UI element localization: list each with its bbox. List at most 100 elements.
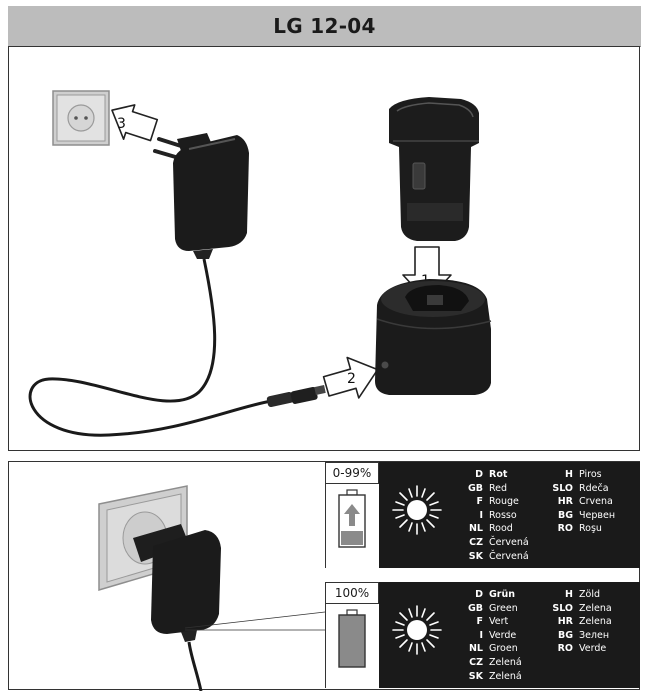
language-row: GB Red xyxy=(461,482,529,496)
battery-status-cell xyxy=(325,604,379,688)
color-word: Зелен xyxy=(579,629,610,641)
step-label-3: 3 xyxy=(117,116,126,132)
led-leader-line-1 xyxy=(184,611,326,629)
language-row: GB Green xyxy=(461,602,522,616)
language-code: D xyxy=(475,589,483,600)
language-row: F Vert xyxy=(461,615,522,629)
charging-base-icon xyxy=(375,279,492,395)
charger-cable xyxy=(187,641,203,691)
color-word: Red xyxy=(489,482,508,494)
battery-status-cell xyxy=(325,484,379,568)
language-row: D Grün xyxy=(461,588,522,602)
language-row: RO Roşu xyxy=(551,522,615,536)
color-word: Grün xyxy=(489,589,516,600)
assembly-illustration-panel: 3 2 xyxy=(8,46,640,451)
language-row: H Piros xyxy=(551,468,615,482)
color-word: Rosso xyxy=(489,509,517,521)
language-code: RO xyxy=(557,643,573,655)
language-row: HR Zelena xyxy=(551,615,612,629)
color-word: Groen xyxy=(489,643,518,655)
led-light-icon xyxy=(392,605,442,655)
color-word: Червен xyxy=(579,509,616,521)
language-row: SLO Rdeča xyxy=(551,482,615,496)
language-code: H xyxy=(565,589,573,600)
step-label-2: 2 xyxy=(347,371,356,387)
language-row: F Rouge xyxy=(461,495,529,509)
color-word: Zelena xyxy=(579,616,612,628)
plugged-adapter-illustration xyxy=(98,485,326,691)
language-row: SK Červená xyxy=(461,550,529,564)
language-row: H Zöld xyxy=(551,588,612,602)
led-light-icon xyxy=(392,485,442,535)
color-word: Verde xyxy=(579,643,607,655)
language-code: I xyxy=(479,629,483,641)
color-word: Rot xyxy=(489,469,508,480)
language-code: HR xyxy=(557,496,573,508)
charger-cable xyxy=(28,258,272,437)
language-code: NL xyxy=(468,523,483,535)
language-code: SLO xyxy=(552,602,573,614)
language-row: D Rot xyxy=(461,468,529,482)
language-code: NL xyxy=(468,643,483,655)
power-adapter-icon xyxy=(153,133,249,259)
language-code: BG xyxy=(557,629,573,641)
arrow-2-icon: 2 xyxy=(322,356,379,399)
language-code: F xyxy=(476,616,484,628)
color-word: Červená xyxy=(489,536,529,548)
battery-pack-icon xyxy=(389,97,479,241)
color-word: Piros xyxy=(579,469,602,480)
color-word: Červená xyxy=(489,550,529,562)
language-code: HR xyxy=(557,616,573,628)
color-word: Vert xyxy=(489,616,509,628)
language-code: BG xyxy=(557,509,573,521)
language-row: SLO Zelena xyxy=(551,602,612,616)
language-code: CZ xyxy=(469,656,483,668)
color-word: Crvena xyxy=(579,496,613,508)
language-code: F xyxy=(476,496,484,508)
arrow-3-icon: 3 xyxy=(111,104,159,142)
power-adapter-icon xyxy=(133,524,221,642)
language-code: CZ xyxy=(469,536,483,548)
language-row: NL Rood xyxy=(461,522,529,536)
color-word: Rouge xyxy=(489,496,519,508)
color-word: Green xyxy=(489,602,518,614)
language-row: CZ Zelená xyxy=(461,656,522,670)
language-row: NL Groen xyxy=(461,642,522,656)
language-row: HR Crvena xyxy=(551,495,615,509)
language-code: SK xyxy=(468,550,483,562)
language-code: RO xyxy=(557,523,573,535)
language-code: H xyxy=(565,469,573,480)
language-code: GB xyxy=(467,602,483,614)
language-code: SLO xyxy=(552,482,573,494)
charge-level-label: 100% xyxy=(325,582,379,604)
language-row: BG Червен xyxy=(551,509,615,523)
wall-socket-icon xyxy=(52,90,110,146)
color-word: Roşu xyxy=(579,523,602,535)
language-row: RO Verde xyxy=(551,642,612,656)
color-word: Rdeča xyxy=(579,482,609,494)
title-bar: LG 12-04 xyxy=(8,6,641,47)
battery-charging-icon xyxy=(338,489,366,548)
led-indicator-panel: 0-99% xyxy=(8,461,640,691)
color-word: Zöld xyxy=(579,589,600,600)
language-code: I xyxy=(479,509,483,521)
color-word: Zelena xyxy=(579,602,612,614)
language-code: SK xyxy=(468,670,483,682)
language-row: CZ Červená xyxy=(461,536,529,550)
charge-level-label: 0-99% xyxy=(325,462,379,484)
language-row: I Rosso xyxy=(461,509,529,523)
color-word: Zelená xyxy=(489,656,522,668)
language-code: D xyxy=(475,469,483,480)
color-word: Rood xyxy=(489,523,513,535)
dc-plug-icon xyxy=(266,385,326,408)
language-code: GB xyxy=(467,482,483,494)
